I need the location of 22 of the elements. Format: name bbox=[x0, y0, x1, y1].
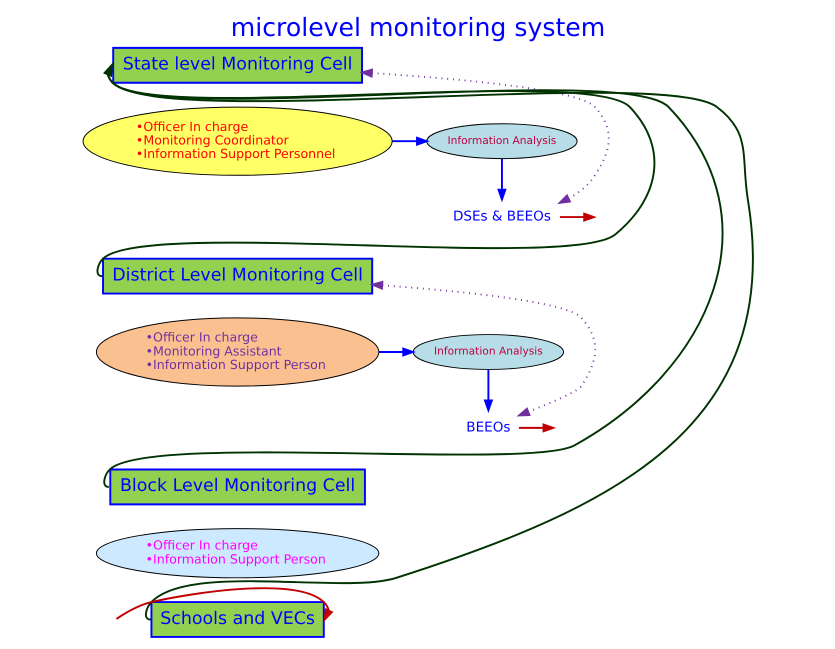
node-text: BEEOs bbox=[466, 419, 510, 436]
node-ellipse: •Officer In charge •Information Support Person bbox=[95, 528, 379, 578]
node-box: Schools and VECs bbox=[150, 601, 324, 638]
node-text: DSEs & BEEOs bbox=[452, 208, 550, 225]
node-box: State level Monitoring Cell bbox=[112, 46, 362, 84]
arrow bbox=[358, 68, 610, 204]
node-ellipse: •Officer In charge •Monitoring Coordinator •Information Support Personnel bbox=[82, 106, 392, 176]
diagram-title: microlevel monitoring system bbox=[230, 13, 605, 42]
arrow bbox=[97, 62, 655, 276]
node-box: District Level Monitoring Cell bbox=[102, 258, 373, 295]
arrow bbox=[496, 158, 506, 202]
arrow bbox=[392, 136, 430, 146]
arrow bbox=[115, 587, 334, 622]
node-box: Block Level Monitoring Cell bbox=[108, 468, 366, 506]
arrow bbox=[483, 370, 493, 414]
arrow bbox=[559, 212, 596, 222]
node-ellipse: Information Analysis bbox=[412, 334, 564, 370]
arrow bbox=[378, 347, 416, 357]
node-ellipse: Information Analysis bbox=[426, 123, 578, 160]
node-ellipse: •Officer In charge •Monitoring Assistant •Information Support Person bbox=[95, 317, 379, 387]
arrow bbox=[518, 423, 556, 433]
arrow bbox=[369, 280, 596, 416]
